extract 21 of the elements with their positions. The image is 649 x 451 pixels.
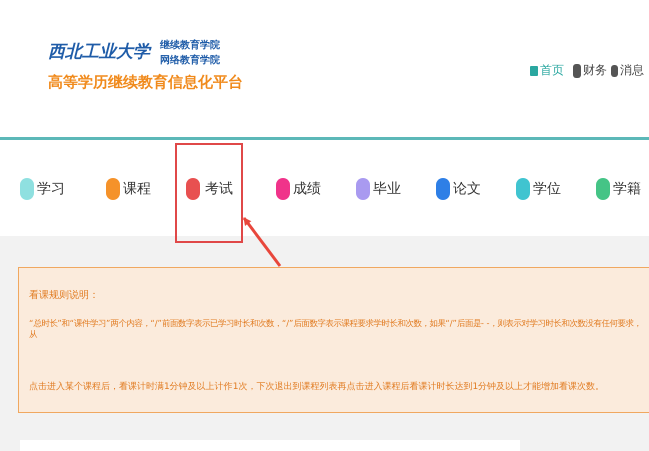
nav-item: 论文 [453, 180, 481, 198]
nav-link: 首页 [540, 62, 564, 79]
university-name: 西北工业大学 [48, 41, 150, 63]
notice-panel [18, 267, 649, 413]
college-name: 网络教育学院 [160, 53, 220, 67]
nav-item: 成绩 [293, 180, 321, 198]
nav-item: 课程 [123, 180, 151, 198]
arrow [242, 217, 282, 267]
nav-item: 学籍 [613, 180, 641, 198]
nav-link: 财务 [583, 62, 607, 79]
college-name: 继续教育学院 [160, 38, 220, 52]
nav-item: 学位 [533, 180, 561, 198]
nav-item: 学习 [37, 180, 65, 198]
highlight-frame [175, 143, 243, 243]
notice-heading: 看课规则说明： [29, 288, 99, 302]
platform-title: 高等学历继续教育信息化平台 [48, 73, 243, 92]
nav-item: 考试 [205, 180, 233, 198]
notice-text: 点击进入某个课程后，看课计时满1分钟及以上计作1次，下次退出到课程列表再点击进入课程后看课计时长达到1分钟及以上才能增加看课次数。 [29, 380, 604, 393]
nav-link: 消息 [620, 62, 644, 79]
notice-text: “总时长”和“课件学习”两个内容，“/”前面数字表示已学习时长和次数，“/”后面数字表示课程要求学时长和次数，如果“/”后面是- -，则表示对学习时长和次数没有任何要求，从 [29, 318, 643, 340]
nav-item: 毕业 [373, 180, 401, 198]
